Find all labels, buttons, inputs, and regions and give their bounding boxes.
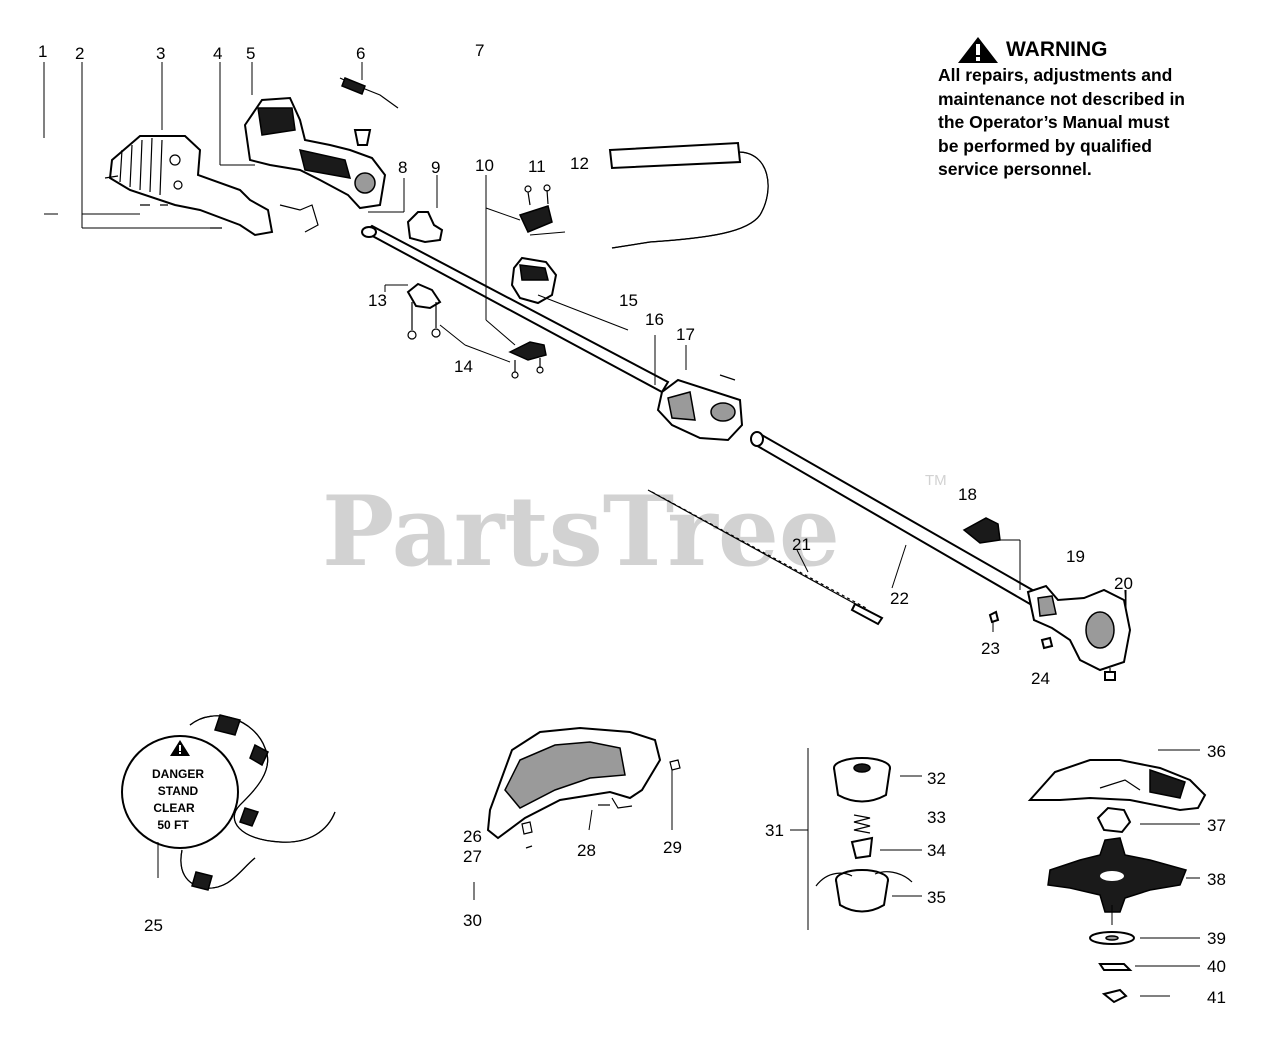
callout-14: 14 [454,357,473,376]
callout-34: 34 [927,841,946,860]
callout-21: 21 [792,535,811,554]
callout-18: 18 [958,485,977,504]
callout-15: 15 [619,291,638,310]
callout-numbers: 1 2 3 4 5 6 7 8 9 10 11 12 13 14 15 16 1… [38,41,1226,1007]
warning-triangle-icon [958,37,998,63]
callout-3: 3 [156,44,165,63]
warning-notice: WARNING All repairs, adjustments and mai… [938,36,1232,182]
callout-31: 31 [765,821,784,840]
callout-6: 6 [356,44,365,63]
callout-35: 35 [927,888,946,907]
callout-33: 33 [927,808,946,827]
danger-decal [121,735,239,849]
callout-38: 38 [1207,870,1226,889]
callout-39: 39 [1207,929,1226,948]
callout-20: 20 [1114,574,1133,593]
callout-8: 8 [398,158,407,177]
warning-line-1: All repairs, adjustments and [938,65,1173,85]
callout-36: 36 [1207,742,1226,761]
decal-line-4: 50 FT [157,818,189,832]
warning-title: WARNING [1006,38,1108,61]
callout-5: 5 [246,44,255,63]
leaders-blade [1135,749,1200,997]
callout-19: 19 [1066,547,1085,566]
callout-1: 1 [38,42,47,61]
callout-13: 13 [368,291,387,310]
callout-26: 26 [463,827,482,846]
callout-23: 23 [981,639,1000,658]
leaders-trimmer-head [880,775,922,897]
guard-group [486,726,681,849]
upper-shaft-group [361,141,769,442]
leaders-upper-shaft [384,175,687,385]
blade-assembly-group [1027,759,1207,1004]
warning-line-3: the Operator’s Manual must [938,112,1170,132]
callout-41: 41 [1207,988,1226,1007]
leaders-lower-shaft [796,539,1127,632]
callout-37: 37 [1207,816,1226,835]
callout-12: 12 [570,154,589,173]
callout-7: 7 [475,41,484,60]
watermark-tm: TM [925,472,947,489]
callout-30: 30 [463,911,482,930]
decal-warning-icon [170,740,190,756]
harness-group: DANGER STAND CLEAR 50 FT [121,714,336,891]
warning-line-2: maintenance not described in [938,88,1185,109]
callout-32: 32 [927,769,946,788]
callout-40: 40 [1207,957,1226,976]
engine-housing-group [104,77,399,237]
callout-2: 2 [75,44,84,63]
callout-10: 10 [475,156,494,175]
decal-line-2: STAND [158,784,199,798]
callout-28: 28 [577,841,596,860]
warning-body: All repairs, adjustments and maintenance… [938,64,1232,182]
callout-17: 17 [676,325,695,344]
decal-line-1: DANGER [152,767,204,781]
decal-line-3: CLEAR [153,801,195,815]
callout-9: 9 [431,158,440,177]
callout-16: 16 [645,310,664,329]
callout-4: 4 [213,44,222,63]
watermark: PartsTree [322,475,840,588]
callout-27: 27 [463,847,482,866]
callout-29: 29 [663,838,682,857]
leaders-top-left [43,62,405,229]
warning-line-5: service personnel. [938,159,1092,179]
callout-24: 24 [1031,669,1050,688]
callout-22: 22 [890,589,909,608]
leaders-guard [473,770,673,900]
callout-25: 25 [144,916,163,935]
warning-title-row: WARNING [956,36,1232,64]
callout-11: 11 [528,157,546,176]
trimmer-head-group [790,748,913,930]
warning-line-4: be performed by qualified [938,135,1152,156]
lower-shaft-group [647,431,1132,681]
